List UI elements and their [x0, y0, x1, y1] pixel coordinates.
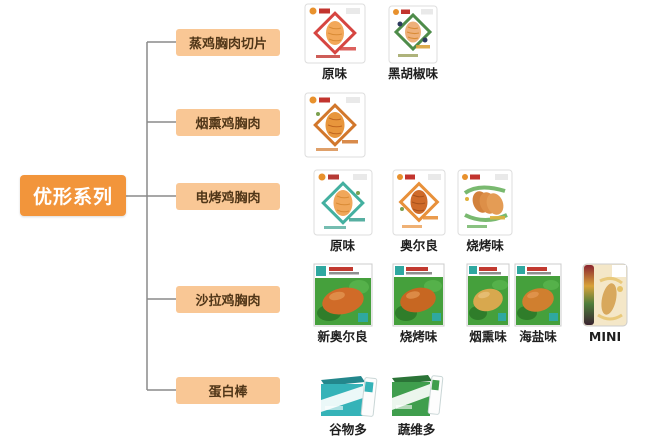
product-roasted-orleans: 奥尔良 [392, 169, 446, 253]
product-steamed-original: 原味 [303, 3, 366, 81]
flavor-label: MINI [588, 329, 622, 344]
category-node-roasted-breast: 电烤鸡胸肉 [176, 183, 280, 210]
package-image-box [321, 376, 378, 417]
product-proteinbar-grain: 谷物多 [317, 370, 379, 437]
package-image-box [392, 375, 444, 416]
package-image-tray [392, 263, 445, 327]
package-image-tray [514, 263, 562, 327]
product-proteinbar-veggie: 蔬维多 [389, 370, 444, 437]
package-image-tray [466, 263, 510, 327]
package-image-pouch [457, 169, 513, 236]
flavor-label: 黑胡椒味 [388, 66, 439, 81]
product-roasted-original: 原味 [312, 169, 373, 253]
package-image-pouch [392, 169, 446, 236]
product-roasted-bbq: 烧烤味 [457, 169, 513, 253]
flavor-label: 奥尔良 [400, 238, 438, 253]
category-node-smoked-breast: 烟熏鸡胸肉 [176, 109, 280, 136]
package-image-pouch [304, 3, 365, 64]
package-image-mini-pouch [582, 263, 628, 327]
package-image-pouch [304, 92, 365, 158]
product-salad-neworleans: 新奥尔良 [312, 263, 373, 344]
product-salad-bbq: 烧烤味 [392, 263, 445, 344]
product-steamed-blackpepper: 黑胡椒味 [388, 5, 438, 81]
package-image-pouch [313, 169, 372, 236]
flavor-label: 蔬维多 [397, 422, 436, 437]
category-node-protein-bar: 蛋白棒 [176, 377, 280, 404]
product-salad-mini: MINI [582, 263, 628, 344]
flavor-label: 烧烤味 [466, 238, 504, 253]
product-salad-smoked: 烟熏味 [466, 263, 510, 344]
root-node-series: 优形系列 [20, 175, 126, 216]
category-node-salad-breast: 沙拉鸡胸肉 [176, 286, 280, 313]
flavor-label: 原味 [329, 238, 355, 253]
flavor-label: 新奥尔良 [317, 329, 368, 344]
product-smoked [303, 92, 366, 158]
package-image-tray [313, 263, 372, 327]
package-image-pouch [388, 5, 438, 64]
category-node-steamed-slices: 蒸鸡胸肉切片 [176, 29, 280, 56]
flavor-label: 谷物多 [329, 422, 367, 437]
flavor-label: 烧烤味 [399, 329, 438, 344]
product-salad-seasalt: 海盐味 [514, 263, 562, 344]
flavor-label: 海盐味 [519, 329, 557, 344]
flavor-label: 原味 [321, 66, 347, 81]
flavor-label: 烟熏味 [469, 329, 507, 344]
